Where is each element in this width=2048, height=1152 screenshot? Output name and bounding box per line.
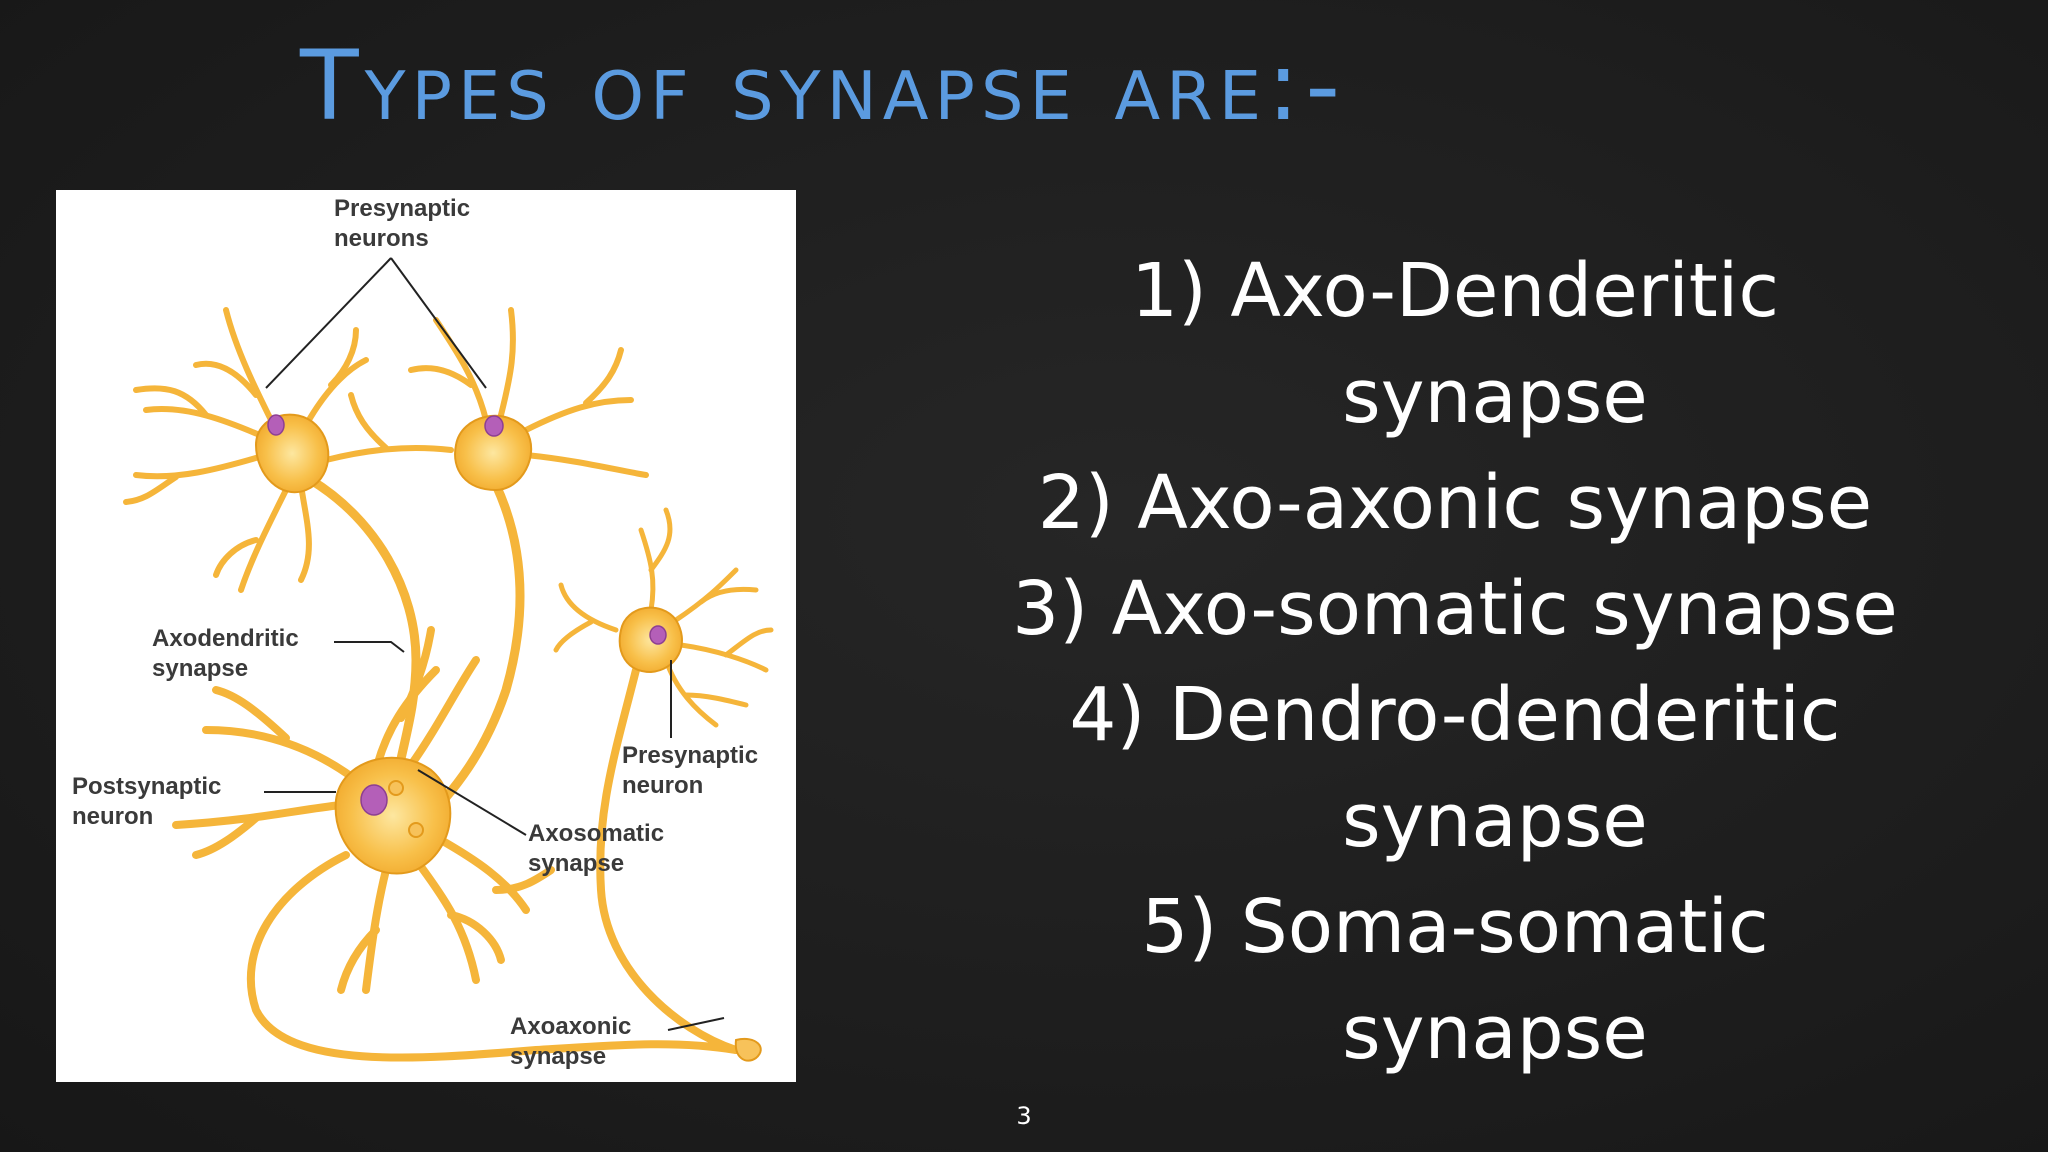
nucleus-postsynaptic	[360, 784, 388, 816]
neuron-illustration	[123, 257, 774, 1062]
label-axoaxonic-synapse: Axoaxonic synapse	[510, 1013, 632, 1070]
list-item: 2) Axo-axonic synapse	[1037, 460, 1873, 546]
label-axodendritic-synapse: Axodendritic synapse	[152, 625, 299, 682]
nucleus-c	[649, 625, 667, 645]
leader-lines	[264, 257, 725, 1031]
list-item: 5) Soma-somatic	[1141, 884, 1769, 970]
postsynaptic-neuron	[172, 626, 555, 994]
list-item: 1) Axo-Denderitic	[1130, 248, 1780, 334]
axodendritic-terminal	[388, 780, 404, 796]
list-item-continuation: synapse	[1342, 354, 1648, 440]
synapse-types-list: 1) Axo-Denderitic synapse 2) Axo-axonic …	[930, 238, 1980, 1086]
list-item: 4) Dendro-denderitic	[1069, 672, 1841, 758]
nucleus-a	[267, 414, 285, 436]
slide-title: Types of synapse are:-	[300, 30, 1347, 142]
soma-b	[454, 414, 533, 492]
presynaptic-neuron-a	[123, 307, 369, 593]
axoaxonic-terminal	[734, 1037, 762, 1062]
soma-a	[254, 413, 330, 494]
label-postsynaptic-neuron: Postsynaptic neuron	[72, 773, 222, 830]
list-item-continuation: synapse	[1342, 990, 1648, 1076]
axosomatic-terminal	[408, 822, 424, 838]
label-axosomatic-synapse: Axosomatic synapse	[528, 820, 665, 877]
soma-postsynaptic	[334, 756, 452, 875]
synapse-diagram: Presynaptic neurons Axodendritic synapse…	[56, 190, 796, 1082]
page-number: 3	[1016, 1102, 1032, 1130]
nucleus-b	[484, 415, 504, 437]
list-item-continuation: synapse	[1342, 778, 1648, 864]
label-presynaptic-neuron: Presynaptic neuron	[622, 742, 759, 799]
presynaptic-neuron-c	[553, 507, 774, 728]
list-item: 3) Axo-somatic synapse	[1012, 566, 1898, 652]
label-presynaptic-neurons: Presynaptic neurons	[334, 195, 471, 252]
